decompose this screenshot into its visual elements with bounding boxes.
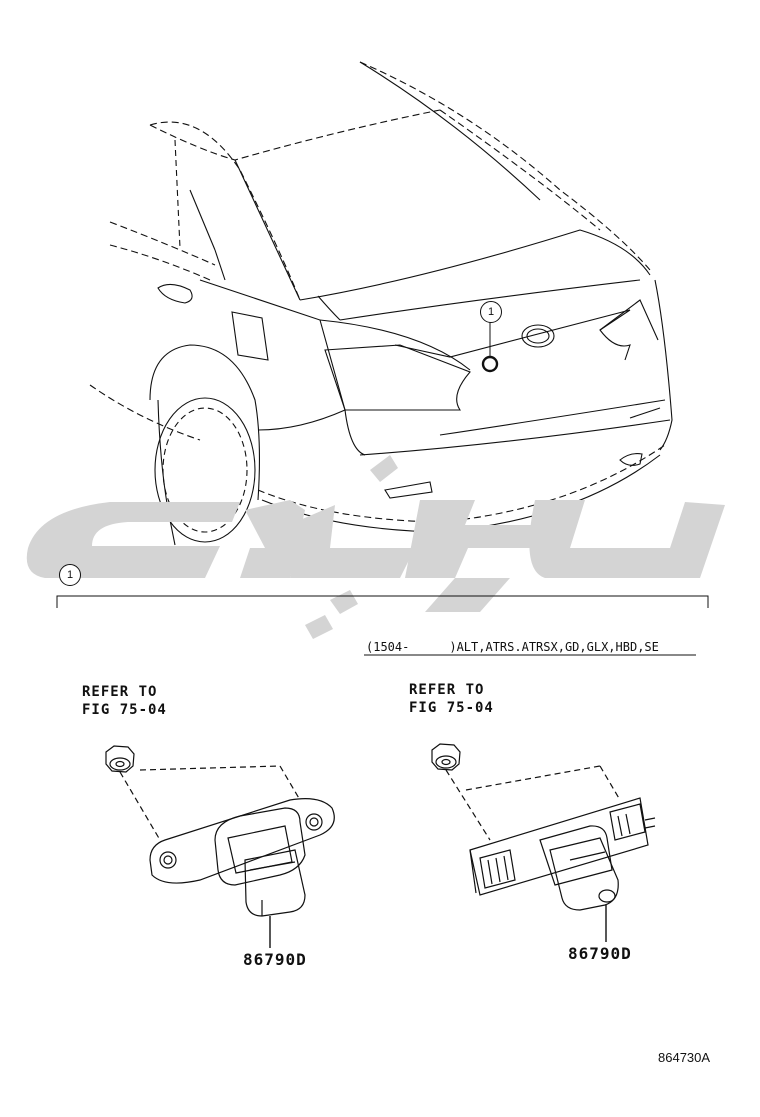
condition-models: )ALT,ATRS.ATRSX,GD,GLX,HBD,SE [449, 640, 659, 654]
watermark-logo [26, 455, 725, 639]
right-refer-line2: FIG 75-04 [409, 700, 494, 716]
car-callout-1: 1 [480, 301, 502, 323]
nut-icon [431, 743, 461, 771]
group-callout-1: 1 [59, 564, 81, 586]
left-part-number: 86790D [243, 950, 307, 969]
condition-prefix: (1504- [366, 640, 410, 654]
rear-camera-rect-bracket-icon [431, 743, 656, 942]
right-refer-line1: REFER TO [409, 682, 485, 698]
rear-camera-round-bracket-icon [105, 745, 335, 948]
car-rear-illustration [89, 61, 673, 546]
left-refer-line2: FIG 75-04 [82, 702, 167, 718]
right-refer-note: REFER TO FIG 75-04 [409, 681, 494, 717]
camera-location-marker [481, 322, 499, 373]
nut-icon [105, 745, 135, 773]
group-bracket [56, 595, 709, 608]
condition-note: (1504- )ALT,ATRS.ATRSX,GD,GLX,HBD,SE [366, 640, 659, 654]
right-part-number: 86790D [568, 944, 632, 963]
left-refer-line1: REFER TO [82, 684, 158, 700]
left-refer-note: REFER TO FIG 75-04 [82, 683, 167, 719]
figure-id: 864730A [658, 1050, 711, 1065]
